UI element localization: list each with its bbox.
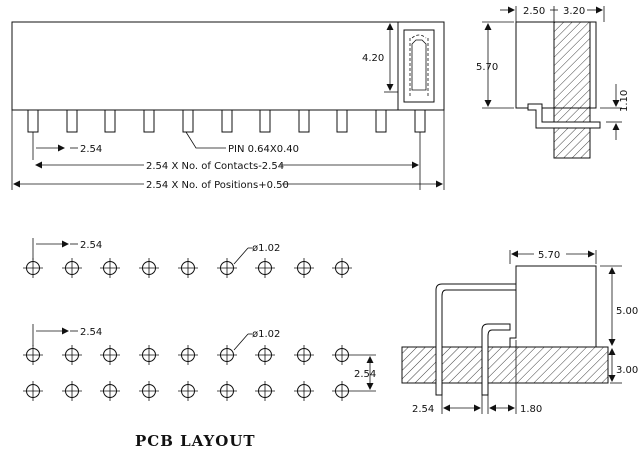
dim-contacts-formula: 2.54 X No. of Contacts-2.54	[146, 161, 284, 172]
dim-front-height: 4.20	[362, 53, 384, 64]
dim-pin-size: PIN 0.64X0.40	[228, 144, 299, 155]
pcb-pad	[139, 258, 159, 278]
pcb-pad	[332, 345, 352, 365]
dim-front-pitch: 2.54	[80, 144, 102, 155]
pcb-pad	[62, 258, 82, 278]
dim-side-top-right: 3.20	[563, 6, 585, 17]
ra-board-hatch	[401, 346, 609, 384]
dim-pcb-row-pitch: 2.54	[354, 369, 376, 380]
pcb-pad	[255, 345, 275, 365]
dim-ra-top-width: 5.70	[538, 250, 560, 261]
dim-side-height: 5.70	[476, 62, 498, 73]
front-housing	[11, 21, 445, 111]
right-angle-view: 5.70 5.00 3.00 2.54 1.80	[401, 250, 638, 415]
pcb-pad	[100, 381, 120, 401]
pcb-pads-double-row	[23, 345, 352, 401]
pcb-pad	[255, 258, 275, 278]
dim-ra-board: 3.00	[616, 365, 638, 376]
pcb-pad	[217, 258, 237, 278]
dim-side-top-left: 2.50	[523, 6, 545, 17]
dim-ra-pin-offset: 1.80	[520, 404, 542, 415]
pcb-pad	[23, 381, 43, 401]
pcb-pad	[139, 381, 159, 401]
pcb-pad	[332, 258, 352, 278]
front-pin	[221, 109, 233, 133]
front-view: 4.20 2.54 PIN 0.64X0.40 2.54 X No. of Co…	[11, 21, 445, 191]
front-pin	[375, 109, 387, 133]
front-cavity	[397, 21, 445, 111]
front-pin	[27, 109, 39, 133]
pcb-pad	[178, 345, 198, 365]
pcb-layout: 2.54 ø1.02 2.54 ø1.02 2.54 PCB LAYOUT	[23, 238, 376, 450]
pcb-pad	[62, 381, 82, 401]
pcb-pad	[178, 381, 198, 401]
front-pin	[414, 109, 426, 133]
side-board-hatch	[553, 21, 591, 159]
pcb-pad	[294, 381, 314, 401]
dim-side-pin-offset: 1.10	[619, 90, 630, 112]
side-view: 2.50 3.20 5.70 1.10	[476, 6, 630, 159]
front-pin	[182, 109, 194, 133]
pcb-layout-title: PCB LAYOUT	[135, 432, 256, 450]
pcb-pad	[255, 381, 275, 401]
front-pin	[298, 109, 310, 133]
pcb-pad	[139, 345, 159, 365]
front-pin	[143, 109, 155, 133]
pcb-pad	[217, 345, 237, 365]
dim-ra-height: 5.00	[616, 306, 638, 317]
pcb-pad	[332, 381, 352, 401]
dim-pcb-hole-bottom: ø1.02	[252, 329, 280, 340]
front-pins	[27, 109, 426, 133]
pcb-pad	[294, 258, 314, 278]
pcb-pad	[100, 258, 120, 278]
pcb-pad	[217, 381, 237, 401]
front-pin	[336, 109, 348, 133]
dim-pcb-pitch-bottom: 2.54	[80, 327, 102, 338]
dim-pcb-hole-top: ø1.02	[252, 243, 280, 254]
pcb-pad	[100, 345, 120, 365]
pcb-pad	[294, 345, 314, 365]
dim-ra-pin-pitch: 2.54	[412, 404, 434, 415]
front-pin	[259, 109, 271, 133]
pcb-pads-single-row	[23, 258, 352, 278]
pcb-pad	[62, 345, 82, 365]
front-pin	[66, 109, 78, 133]
dim-pcb-pitch-top: 2.54	[80, 240, 102, 251]
pcb-pad	[23, 345, 43, 365]
ra-housing	[509, 265, 597, 348]
front-pin	[104, 109, 116, 133]
dim-positions-formula: 2.54 X No. of Positions+0.50	[146, 180, 289, 191]
pcb-pad	[23, 258, 43, 278]
pcb-pad	[178, 258, 198, 278]
